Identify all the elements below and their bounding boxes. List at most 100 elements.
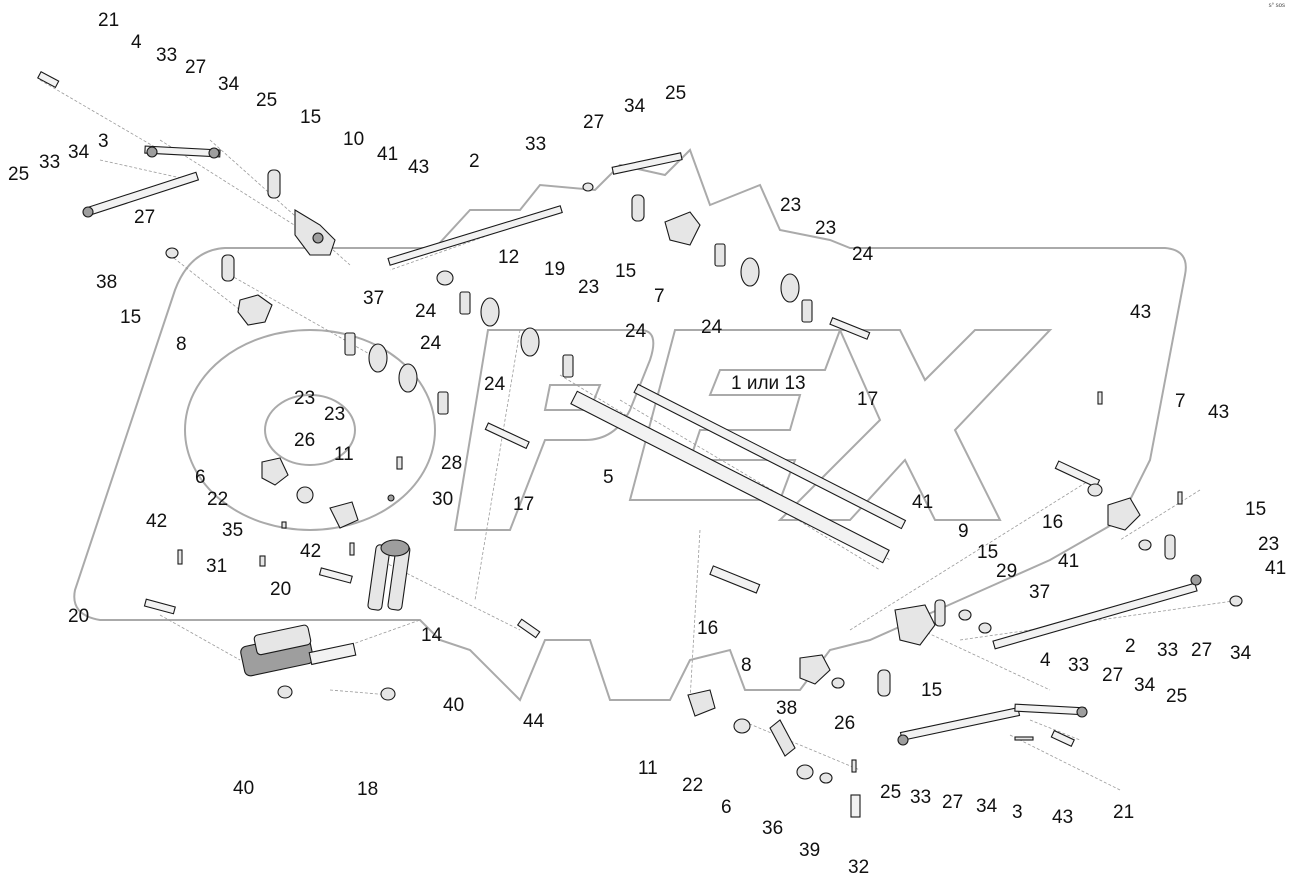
pin-16-bottom — [709, 565, 761, 594]
callout-37: 37 — [363, 288, 384, 309]
callout-28: 28 — [441, 453, 462, 474]
callout-34: 34 — [976, 796, 998, 817]
callout-24: 24 — [625, 321, 647, 342]
callout-22: 22 — [207, 489, 228, 510]
callout-36: 36 — [762, 818, 783, 839]
callout-8: 8 — [741, 655, 752, 676]
callout-32: 32 — [848, 857, 869, 878]
small-parts-28-30-31-35 — [259, 456, 403, 567]
callout-15: 15 — [615, 261, 636, 282]
callout-29: 29 — [996, 561, 1017, 582]
callout-2: 2 — [469, 151, 480, 172]
callout-43: 43 — [1052, 807, 1073, 828]
rod-2-right — [992, 574, 1202, 650]
turnbuckle-top-left — [144, 145, 221, 159]
callout-41: 41 — [377, 144, 398, 165]
rod-2-top — [387, 205, 563, 266]
callout-25: 25 — [8, 164, 29, 185]
callout-33: 33 — [39, 152, 60, 173]
callout-25: 25 — [665, 83, 686, 104]
turnbuckle-bottom-right — [1014, 703, 1088, 718]
callout-9: 9 — [958, 521, 969, 542]
callout-4: 4 — [131, 32, 142, 53]
pin-21-bottom — [1014, 729, 1075, 748]
rod-3-top-left — [82, 171, 200, 218]
callout-34: 34 — [1230, 643, 1252, 664]
callout-20: 20 — [270, 579, 291, 600]
callout-33: 33 — [1157, 640, 1178, 661]
callout-27: 27 — [942, 792, 963, 813]
callout-15: 15 — [977, 542, 998, 563]
callout-27: 27 — [583, 112, 604, 133]
callout-24: 24 — [852, 244, 874, 265]
bottom-parts-6-11-22-36-39-32 — [687, 689, 861, 818]
plates-23-24-right — [714, 243, 871, 340]
lever-9 — [894, 599, 992, 646]
callout-42: 42 — [300, 541, 321, 562]
callout-42: 42 — [146, 511, 167, 532]
callout-17: 17 — [513, 494, 534, 515]
callout-27: 27 — [185, 57, 206, 78]
callout-41: 41 — [912, 492, 933, 513]
callout-23: 23 — [324, 404, 345, 425]
callout-21: 21 — [98, 10, 119, 31]
callout-8: 8 — [176, 334, 187, 355]
callout-3: 3 — [1012, 802, 1023, 823]
pin-17-left — [484, 422, 530, 450]
callout-34: 34 — [624, 96, 646, 117]
callout-25: 25 — [256, 90, 277, 111]
callout-1-or-13: 1 или 13 — [731, 373, 806, 394]
clip-15-left — [221, 254, 235, 282]
flange-11-left — [329, 501, 359, 529]
pin-44 — [516, 618, 541, 639]
callout-15: 15 — [1245, 499, 1266, 520]
callout-23: 23 — [815, 218, 836, 239]
callout-6: 6 — [721, 797, 732, 818]
callout-15: 15 — [921, 680, 942, 701]
callout-34: 34 — [218, 74, 240, 95]
callout-20: 20 — [68, 606, 89, 627]
callout-27: 27 — [134, 207, 155, 228]
callout-39: 39 — [799, 840, 820, 861]
pin-21-top — [37, 71, 60, 89]
callout-33: 33 — [910, 787, 931, 808]
actuator-18 — [240, 624, 396, 701]
callout-41: 41 — [1265, 558, 1286, 579]
callout-34: 34 — [1134, 675, 1156, 696]
bracket-8-left — [237, 294, 273, 326]
callout-38: 38 — [776, 698, 797, 719]
callout-22: 22 — [682, 775, 703, 796]
callout-41: 41 — [1058, 551, 1079, 572]
callout-38: 38 — [96, 272, 117, 293]
callout-33: 33 — [1068, 655, 1089, 676]
callout-23: 23 — [1258, 534, 1279, 555]
callout-21: 21 — [1113, 802, 1134, 823]
callout-34: 34 — [68, 142, 90, 163]
callout-24: 24 — [701, 317, 723, 338]
shaft-5 — [570, 383, 907, 564]
callout-23: 23 — [780, 195, 801, 216]
callout-19: 19 — [544, 259, 565, 280]
callout-11: 11 — [638, 758, 658, 779]
top-linkage-center — [582, 152, 701, 246]
callout-31: 31 — [206, 556, 227, 577]
callout-25: 25 — [1166, 686, 1187, 707]
bracket-8-bottom — [799, 654, 845, 689]
callout-33: 33 — [525, 134, 546, 155]
callout-14: 14 — [421, 625, 443, 646]
callout-16: 16 — [697, 618, 718, 639]
parts — [37, 71, 1243, 818]
callout-43: 43 — [408, 157, 429, 178]
callout-24: 24 — [415, 301, 437, 322]
callout-5: 5 — [603, 467, 614, 488]
callout-26: 26 — [294, 430, 315, 451]
callout-17: 17 — [857, 389, 878, 410]
bracket-15-top — [267, 169, 281, 199]
callout-44: 44 — [523, 711, 545, 732]
callout-15: 15 — [120, 307, 141, 328]
callout-40: 40 — [233, 778, 254, 799]
lever-14 — [367, 539, 411, 611]
arm-6-left — [261, 457, 314, 504]
callout-33: 33 — [156, 45, 177, 66]
callout-3: 3 — [98, 131, 109, 152]
